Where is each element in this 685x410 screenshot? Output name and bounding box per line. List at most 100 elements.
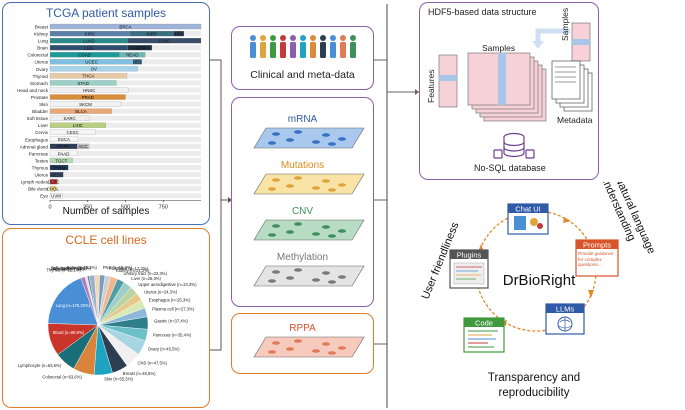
tcga-segment-label: LIHC	[73, 123, 83, 128]
ccle-pie-slice	[47, 277, 99, 326]
omics-layer-dot	[338, 183, 346, 187]
omics-layer-dot	[268, 187, 276, 191]
methylation-label: Methylation	[276, 252, 329, 263]
tcga-segment-label: GBM	[135, 46, 145, 51]
ccle-slice-label: Soft tissue (n=16,2%)	[51, 265, 92, 270]
person-body	[320, 42, 326, 58]
tcga-segment-label: KICH	[174, 31, 185, 36]
omics-layer-plane	[253, 173, 365, 195]
tcga-bar-segment	[49, 164, 69, 171]
tcga-title: TCGA patient samples	[45, 6, 167, 20]
tcga-bar-segment	[173, 30, 184, 37]
omics-layer-dot	[286, 138, 294, 142]
mutations-label: Mutations	[280, 160, 325, 171]
clinical-panel: Clinical and meta-data	[231, 26, 374, 90]
features-highlight	[439, 75, 457, 81]
person-icon	[350, 35, 356, 41]
samples-highlight	[572, 39, 590, 45]
tcga-category-label: Brain	[37, 46, 48, 51]
omics-layer-dot	[338, 229, 346, 233]
ccle-slice-label: CNS (n=47,5%)	[137, 361, 167, 366]
tcga-category-label: Cervix	[35, 130, 49, 135]
chat-person-icon	[514, 216, 526, 230]
prompts-text-wrap: Provide guidance for complex questions..…	[578, 251, 614, 267]
tcga-segment-label: CESC	[67, 130, 79, 135]
people-icon	[250, 35, 356, 58]
tcga-bar-segment	[49, 150, 78, 157]
tcga-segment-label: PRAD	[82, 95, 94, 100]
chat-ui-box	[507, 203, 549, 235]
person-icon	[310, 35, 316, 41]
omics-layer-dot	[328, 188, 336, 192]
tcga-connector	[210, 59, 231, 201]
tcga-category-label: Bile ducts	[28, 187, 49, 192]
person-body	[300, 42, 306, 58]
tcga-bar-segment	[49, 108, 113, 114]
person-body	[280, 42, 286, 58]
tcga-segment-label: UVM	[51, 194, 61, 199]
tcga-bar-bg	[50, 193, 201, 199]
ccle-slice-label: Uterus (n=24,3%)	[144, 289, 178, 294]
omics-layer-dot	[312, 232, 320, 236]
ccle-title: CCLE cell lines	[65, 233, 147, 247]
omics-layer-dot	[322, 133, 330, 137]
tcga-bar-segment	[127, 37, 202, 44]
tcga-category-label: Uterus	[34, 60, 48, 65]
omics-layer-dot	[322, 179, 330, 183]
tcga-bar-bg	[50, 157, 201, 163]
tcga-bar-segment	[77, 143, 90, 150]
tcga-segment-label: OV	[91, 67, 97, 72]
tcga-category-label: Thyroid	[33, 74, 49, 79]
tcga-category-label: Skin	[39, 102, 48, 107]
tcga-bar-segment	[49, 122, 106, 128]
omics-layer-dot	[286, 276, 294, 280]
tcga-segment-label: BLCA	[75, 109, 87, 114]
tcga-bar-segment	[49, 157, 73, 164]
tcga-segment-label: LGG	[84, 46, 94, 51]
tcga-bar-bg	[50, 165, 201, 171]
person-body	[250, 42, 256, 58]
tcga-category-label: Prostate	[31, 95, 49, 100]
person-body	[310, 42, 316, 58]
transparency-label: Transparency and	[488, 372, 580, 384]
database-icon	[493, 132, 535, 159]
tcga-segment-label: PCPG	[57, 144, 70, 149]
tcga-category-label: Pancreas	[29, 151, 49, 156]
omics-layer-plane	[253, 219, 365, 241]
tcga-segment-label: MESO	[50, 172, 64, 177]
tcga-bar-segment	[49, 101, 122, 107]
tcga-bar-segment	[127, 45, 153, 51]
omics-layer-dot	[338, 346, 346, 350]
omics-layer-dot	[328, 234, 336, 238]
ccle-panel: CCLE cell lines Lung (n=175,20%)Blood (n…	[2, 228, 210, 408]
omics-layer-dot	[268, 279, 276, 283]
tcga-bar-segment	[49, 73, 128, 79]
tcga-segment-label: THYM	[53, 165, 66, 170]
ccle-slice-label: Urinary tract (n=22,3%)	[124, 271, 168, 276]
tcga-segment-label: ACC	[79, 144, 88, 149]
tcga-bar-segment	[49, 80, 117, 86]
omics-layer-dot	[272, 132, 280, 136]
person-body	[270, 42, 276, 58]
plugins-box	[449, 249, 489, 289]
person-body	[260, 42, 266, 58]
tcga-bar-segment	[49, 115, 90, 121]
person-icon	[270, 35, 276, 41]
person-body	[290, 42, 296, 58]
tcga-tick-label: 0	[48, 204, 51, 210]
omics-layer-dot	[312, 140, 320, 144]
tcga-category-label: Lymph nodes	[21, 180, 49, 185]
ccle-slice-label: Ovary (n=45,5%)	[148, 347, 180, 352]
tcga-category-label: Soft tissue	[27, 116, 49, 121]
tcga-bar-segment	[49, 94, 126, 100]
tcga-segment-label: UCS	[133, 60, 142, 65]
tcga-segment-label: UCEC	[85, 60, 97, 65]
tcga-category-label: Esophagus	[25, 137, 49, 142]
tcga-segment-label: STAD	[78, 81, 89, 86]
ccle-slice-label: Liver (n=26,3%)	[131, 276, 161, 281]
tcga-bar-segment	[49, 66, 138, 72]
tcga-bar-bg	[50, 150, 201, 156]
tcga-segment-label: SARC	[64, 116, 76, 121]
tcga-bar-bg	[50, 179, 201, 185]
